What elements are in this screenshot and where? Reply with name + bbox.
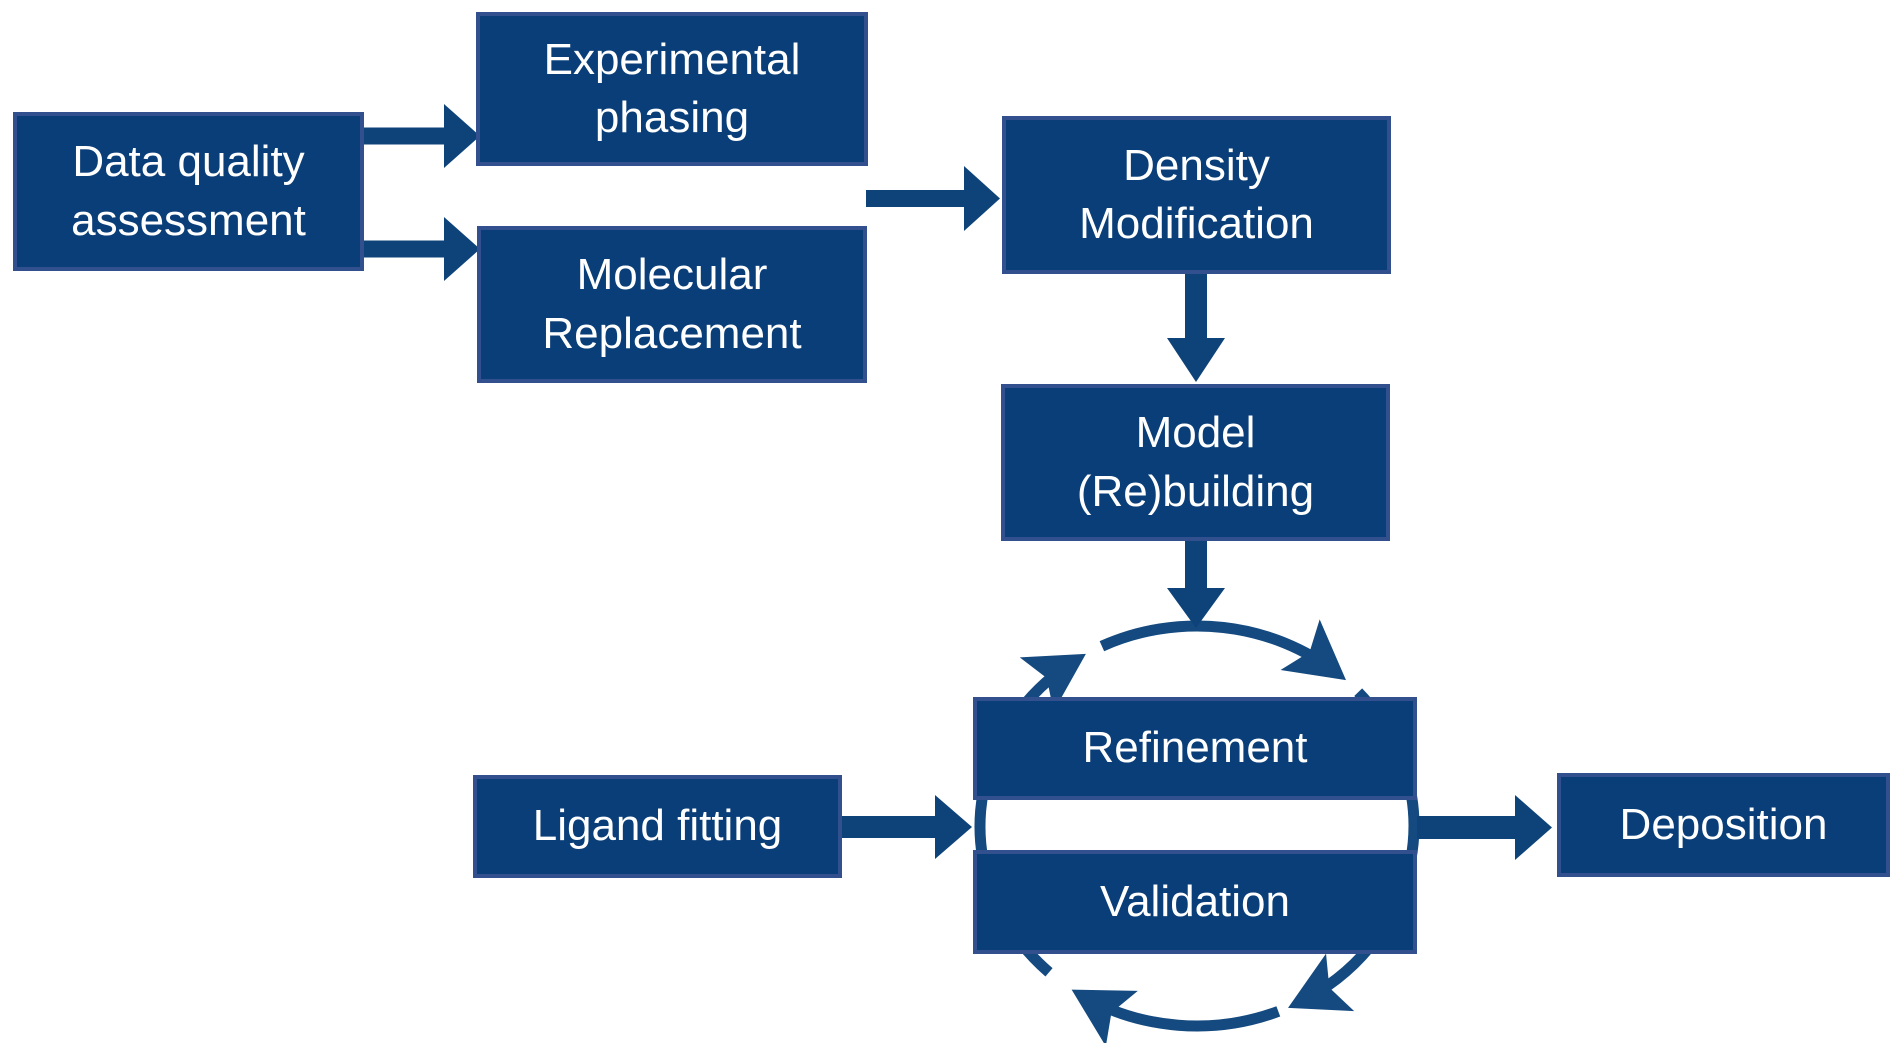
node-validation: Validation [973,850,1417,954]
node-density-modification: Density Modification [1002,116,1391,274]
node-label-line: Model [1135,408,1256,458]
node-label-line: Experimental [543,34,801,84]
node-label-line: phasing [594,93,750,142]
node-molecular-replacement: Molecular Replacement [477,226,867,383]
node-label-line: Modification [1079,199,1314,248]
node-label-line: Replacement [542,308,802,358]
arrow-phasing-to-density-modification [866,166,1000,231]
node-label-line: Validation [1100,876,1290,926]
cycle-arrowhead-bottom-left [1071,989,1138,1043]
arrow-ligand-to-cycle [840,795,972,859]
node-model-rebuilding: Model (Re)building [1001,384,1390,541]
node-label-line: assessment [71,195,306,245]
node-label-line: Density [1123,140,1270,190]
refinement-validation-cycle [974,619,1420,1043]
cycle-arrowhead-top-left [1019,653,1086,712]
node-label-line: Data quality [72,137,305,187]
node-label-line: Refinement [1082,723,1308,773]
cycle-arrowhead-top-right [1280,619,1346,681]
node-label-line: (Re)building [1076,466,1315,516]
arrow-dqa-to-molecular-replacement [362,217,480,281]
node-experimental-phasing: Experimental phasing [476,12,868,166]
arrow-dqa-to-experimental-phasing [362,104,480,168]
arrow-density-to-model-rebuilding [1167,272,1225,382]
arrow-model-to-cycle [1167,539,1225,628]
node-refinement: Refinement [973,697,1417,800]
cycle-arrowhead-bottom-right [1288,953,1355,1012]
node-deposition: Deposition [1557,773,1890,877]
node-label-line: Molecular [576,250,768,300]
node-ligand-fitting: Ligand fitting [473,775,842,878]
node-data-quality-assessment: Data quality assessment [13,112,364,271]
node-label-line: Deposition [1619,799,1828,849]
arrow-cycle-to-deposition [1417,795,1552,860]
node-label-line: Ligand fitting [532,801,783,851]
